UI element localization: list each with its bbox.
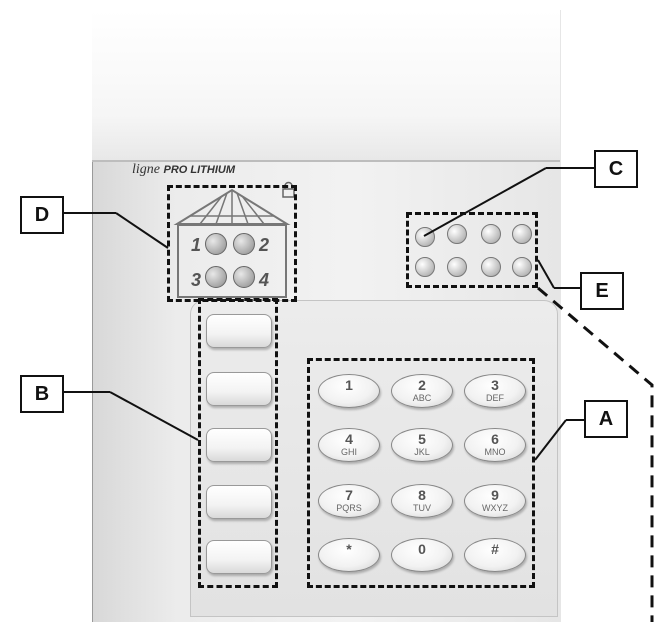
zone-2: 2 bbox=[231, 229, 279, 259]
indicator-leds-outline bbox=[406, 212, 538, 288]
key-star[interactable]: * bbox=[318, 538, 380, 572]
zone-3-led-icon bbox=[205, 266, 227, 288]
indicator-led-2 bbox=[447, 224, 467, 244]
function-button-1[interactable] bbox=[206, 314, 272, 348]
callout-d: D bbox=[20, 196, 64, 234]
indicator-led-3 bbox=[481, 224, 501, 244]
indicator-led-5 bbox=[415, 257, 435, 277]
function-button-4[interactable] bbox=[206, 485, 272, 519]
zone-3: 3 bbox=[181, 262, 229, 292]
zone-4: 4 bbox=[231, 262, 279, 292]
callout-a: A bbox=[584, 400, 628, 438]
extension-dashed-line bbox=[537, 286, 654, 622]
housing-top-cover bbox=[92, 10, 560, 162]
key-hash[interactable]: # bbox=[464, 538, 526, 572]
indicator-led-8 bbox=[512, 257, 532, 277]
brand-label: ligne PRO LITHIUM bbox=[132, 162, 235, 177]
numeric-keypad-outline bbox=[307, 358, 535, 588]
zone-2-led-icon bbox=[233, 233, 255, 255]
callout-e: E bbox=[580, 272, 624, 310]
callout-b: B bbox=[20, 375, 64, 413]
key-1[interactable]: 1 bbox=[318, 374, 380, 408]
indicator-led-6 bbox=[447, 257, 467, 277]
callout-c: C bbox=[594, 150, 638, 188]
key-0[interactable]: 0 bbox=[391, 538, 453, 572]
function-button-2[interactable] bbox=[206, 372, 272, 406]
zone-4-led-icon bbox=[233, 266, 255, 288]
zone-1: 1 bbox=[181, 229, 229, 259]
function-button-5[interactable] bbox=[206, 540, 272, 574]
function-button-3[interactable] bbox=[206, 428, 272, 462]
zone-1-led-icon bbox=[205, 233, 227, 255]
zone-grid: 1 2 3 4 bbox=[177, 224, 287, 298]
indicator-led-4 bbox=[512, 224, 532, 244]
function-buttons-outline bbox=[198, 298, 278, 588]
indicator-led-7 bbox=[481, 257, 501, 277]
